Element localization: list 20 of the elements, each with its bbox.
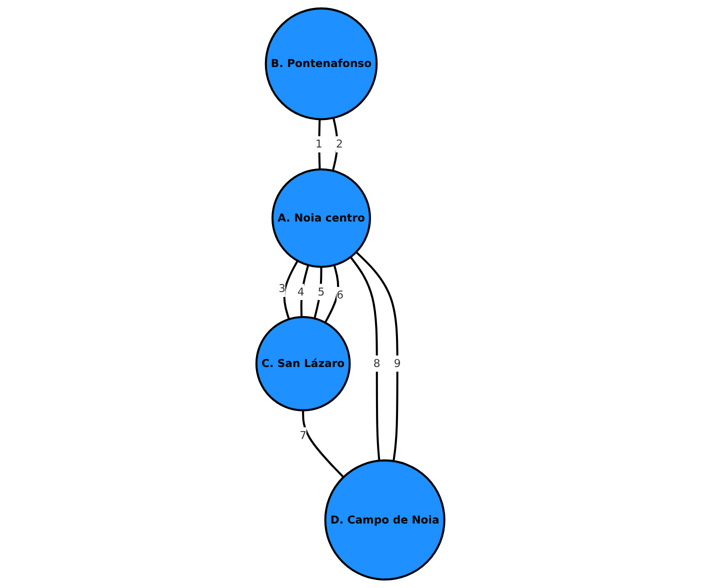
edge-label: 2 xyxy=(336,138,343,150)
edge-label: 4 xyxy=(297,285,304,298)
edge-label: 5 xyxy=(318,285,325,298)
connector xyxy=(350,256,380,461)
connector xyxy=(283,260,299,320)
node-circle: C. San Lázaro xyxy=(256,316,351,412)
edge-label: 3 xyxy=(278,282,286,295)
node-circle: A. Noia centro xyxy=(272,168,372,268)
node-circle: D. Campo de Noia xyxy=(324,459,446,581)
connector xyxy=(324,264,340,324)
node-circle: B. Pontenafonso xyxy=(264,7,378,120)
edge-label: 6 xyxy=(336,288,344,302)
edge-label: 7 xyxy=(300,428,307,442)
connector xyxy=(332,118,338,172)
edge-label: 8 xyxy=(374,356,380,370)
connector xyxy=(356,251,398,462)
edge-label: 1 xyxy=(316,138,323,150)
connector xyxy=(314,266,322,319)
connector xyxy=(302,410,344,478)
edge-label: 9 xyxy=(394,356,401,370)
